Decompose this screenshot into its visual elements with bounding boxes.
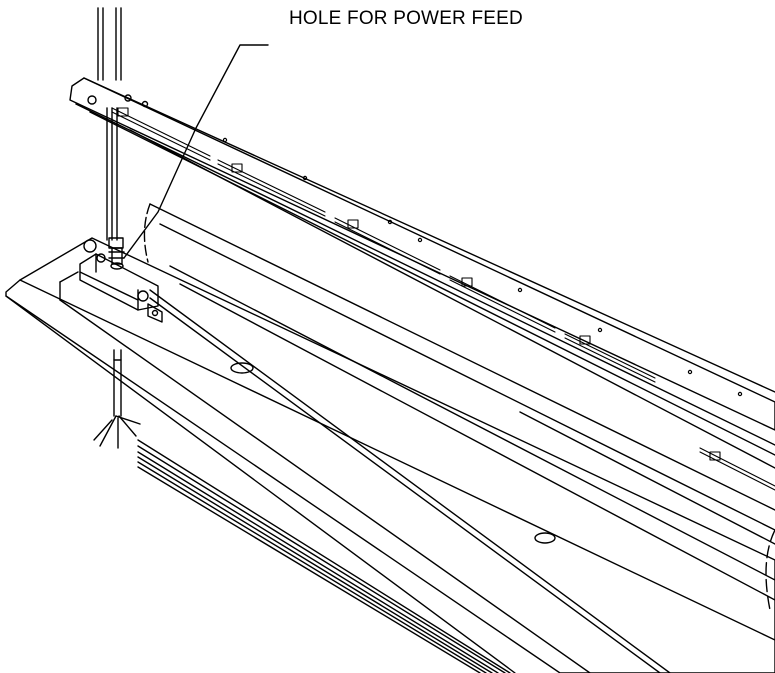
top-rail xyxy=(70,78,775,468)
callout-leader-line xyxy=(124,45,268,258)
fixture-housing xyxy=(6,238,775,673)
rail-tabs xyxy=(223,138,741,395)
bottom-cable-splitter xyxy=(94,350,140,448)
end-bracket xyxy=(80,240,162,322)
power-feed-fitting xyxy=(109,238,124,269)
suspension-rods xyxy=(98,8,121,240)
reflector xyxy=(144,204,775,610)
callout-label-hole-for-power-feed: HOLE FOR POWER FEED xyxy=(289,8,523,29)
rail-perforations xyxy=(112,108,775,490)
diffuser-louvers xyxy=(138,440,510,673)
